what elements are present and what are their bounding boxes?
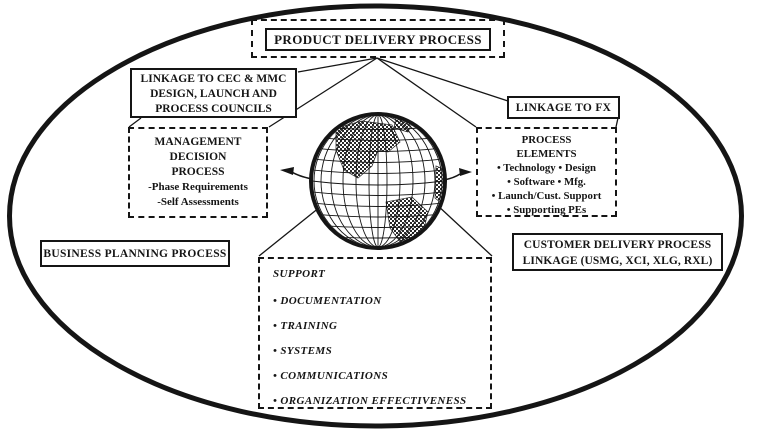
support-item: • SYSTEMS	[273, 345, 333, 357]
linkage-fx-box: LINKAGE TO FX	[507, 96, 620, 119]
process-elements-title-line: PROCESS	[521, 134, 572, 146]
product-delivery-outer-box	[251, 19, 505, 58]
arrow-left-icon	[280, 167, 313, 180]
product-delivery-box: PRODUCT DELIVERY PROCESS	[265, 28, 491, 51]
process-elements-item: • Supporting PEs	[506, 204, 587, 216]
business-planning-label: BUSINESS PLANNING PROCESS	[43, 248, 227, 260]
support-item: • COMMUNICATIONS	[273, 370, 389, 382]
customer-delivery-box: CUSTOMER DELIVERY PROCESS LINKAGE (USMG,…	[512, 233, 723, 271]
management-decision-box: MANAGEMENT DECISION PROCESS -Phase Requi…	[128, 127, 268, 218]
customer-delivery-line: CUSTOMER DELIVERY PROCESS	[523, 239, 712, 251]
linkage-cec-box: LINKAGE TO CEC & MMC DESIGN, LAUNCH AND …	[130, 68, 297, 118]
support-box: SUPPORT • DOCUMENTATION • TRAINING • SYS…	[258, 257, 492, 409]
linkage-cec-line: LINKAGE TO CEC & MMC	[140, 73, 287, 85]
process-elements-title-line: ELEMENTS	[516, 148, 577, 160]
process-elements-item: • Software • Mfg.	[507, 176, 586, 188]
process-elements-box: PROCESS ELEMENTS • Technology • Design •…	[476, 127, 617, 217]
product-delivery-label: PRODUCT DELIVERY PROCESS	[274, 32, 482, 47]
management-sub-line: -Self Assessments	[157, 196, 239, 208]
process-elements-item: • Technology • Design	[496, 162, 597, 174]
linkage-fx-label: LINKAGE TO FX	[515, 102, 612, 114]
management-title-line: PROCESS	[171, 166, 225, 178]
customer-delivery-line: LINKAGE (USMG, XCI, XLG, RXL)	[522, 255, 713, 267]
process-elements-item: • Launch/Cust. Support	[491, 190, 602, 202]
linkage-cec-line: PROCESS COUNCILS	[155, 103, 272, 115]
linkage-cec-line: DESIGN, LAUNCH AND	[150, 88, 277, 100]
business-planning-box: BUSINESS PLANNING PROCESS	[40, 240, 230, 267]
globe-icon	[309, 112, 447, 250]
support-item: • ORGANIZATION EFFECTIVENESS	[273, 395, 467, 407]
management-title-line: DECISION	[169, 151, 227, 163]
management-sub-line: -Phase Requirements	[148, 181, 248, 193]
support-item: • TRAINING	[273, 320, 338, 332]
support-item: • DOCUMENTATION	[273, 295, 382, 307]
management-title-line: MANAGEMENT	[154, 136, 242, 148]
arrow-right-icon	[443, 168, 472, 181]
boundary-ellipse	[7, 3, 744, 429]
support-title: SUPPORT	[273, 268, 326, 280]
